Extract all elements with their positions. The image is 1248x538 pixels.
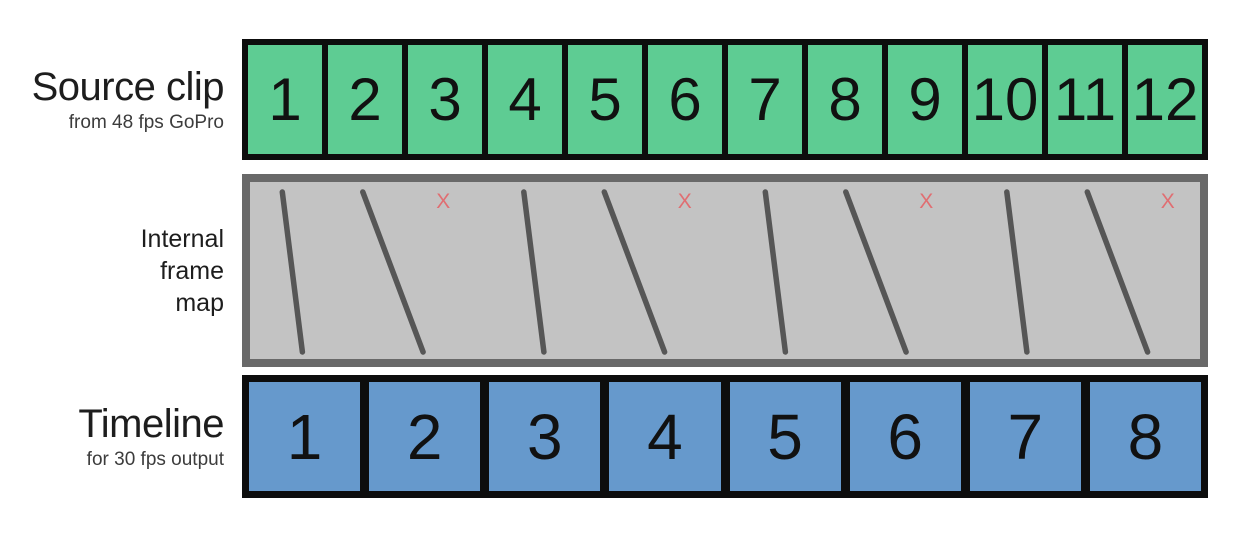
source-frame-cell: 9 <box>888 45 962 154</box>
frame-map-line <box>360 189 426 355</box>
source-frame-cell: 5 <box>568 45 642 154</box>
timeline-frame-cell: 7 <box>969 382 1081 491</box>
source-frame-cell: 6 <box>648 45 722 154</box>
frame-map-line <box>601 189 668 355</box>
frame-map-line <box>521 189 547 355</box>
frame-map-line <box>762 189 789 355</box>
timeline-frame-cell: 2 <box>369 382 481 491</box>
timeline-frame-cell: 4 <box>609 382 721 491</box>
timeline-frame-cell: 8 <box>1089 382 1201 491</box>
frame-map-line <box>1004 189 1030 355</box>
timeline-frame-cell: 6 <box>849 382 961 491</box>
source-frame-cell: 8 <box>808 45 882 154</box>
source-frame-cell: 10 <box>968 45 1042 154</box>
source-frame-cell: 12 <box>1128 45 1202 154</box>
timeline-title: Timeline <box>78 401 224 446</box>
source-clip-title: Source clip <box>31 64 225 109</box>
source-frame-cell: 11 <box>1048 45 1122 154</box>
source-frame-cell: 3 <box>408 45 482 154</box>
frame-map-label-line: frame <box>160 256 224 285</box>
frame-map-line <box>843 189 909 355</box>
source-frame-cell: 2 <box>328 45 402 154</box>
source-frame-cell: 4 <box>488 45 562 154</box>
frame-map-label-line: Internal <box>140 224 224 253</box>
source-clip-label: Source clip from 48 fps GoPro <box>0 39 225 160</box>
dropped-frame-marker: X <box>678 190 692 213</box>
timeline-frame-cell: 1 <box>249 382 361 491</box>
frame-map-line <box>1084 189 1151 355</box>
frame-map-label: Internal frame map <box>0 174 224 367</box>
dropped-frame-marker: X <box>919 190 933 213</box>
frame-map-line <box>279 189 306 355</box>
dropped-frame-marker: X <box>1161 190 1175 213</box>
dropped-frame-marker: X <box>436 190 450 213</box>
timeline-label: Timeline for 30 fps output <box>0 375 224 498</box>
source-clip-subtitle: from 48 fps GoPro <box>68 111 224 133</box>
source-frame-cell: 1 <box>248 45 322 154</box>
frame-map-label-line: map <box>175 288 224 317</box>
source-frame-cell: 7 <box>728 45 802 154</box>
timeline-subtitle: for 30 fps output <box>86 448 224 470</box>
timeline-frame-cell: 5 <box>729 382 841 491</box>
timeline-frame-cell: 3 <box>489 382 601 491</box>
